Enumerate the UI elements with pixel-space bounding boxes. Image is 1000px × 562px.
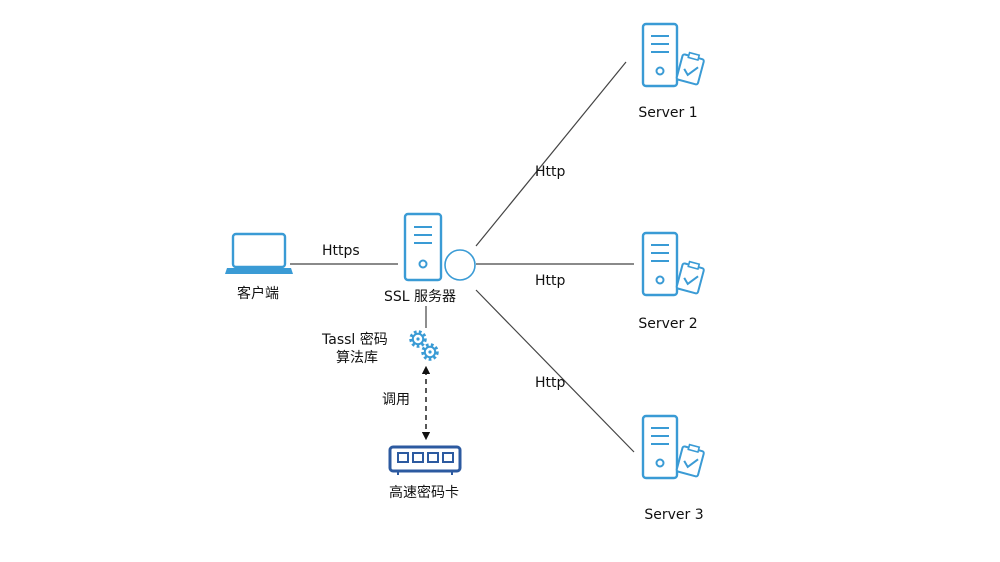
server-3-label: Server 3	[644, 507, 704, 523]
http-link-line-3	[475, 289, 635, 453]
server-2-label: Server 2	[638, 316, 698, 332]
connector-node	[444, 249, 476, 281]
crypto-card-icon	[388, 445, 462, 475]
client-label: 客户端	[237, 286, 279, 302]
server-1-icon	[641, 22, 679, 88]
call-label: 调用	[382, 392, 410, 408]
http-link-label-3: Http	[535, 375, 566, 391]
ssl-server-label: SSL 服务器	[383, 289, 457, 305]
server-1-label: Server 1	[638, 105, 698, 121]
certificate-icon	[675, 443, 705, 478]
laptop-icon	[225, 232, 293, 274]
server-icon	[403, 212, 443, 282]
http-link-line-1	[475, 61, 627, 247]
crypto-card-label: 高速密码卡	[389, 485, 459, 501]
certificate-icon	[675, 260, 705, 295]
crypto-lib-label-line2: 算法库	[336, 350, 378, 366]
http-link-label-1: Http	[535, 164, 566, 180]
server-3-icon	[641, 414, 679, 480]
certificate-icon	[675, 51, 705, 86]
gear-icon	[409, 330, 439, 361]
http-link-label-2: Http	[535, 273, 566, 289]
https-link-label: Https	[322, 243, 360, 259]
server-2-icon	[641, 231, 679, 297]
crypto-lib-label-line1: Tassl 密码	[322, 332, 388, 348]
